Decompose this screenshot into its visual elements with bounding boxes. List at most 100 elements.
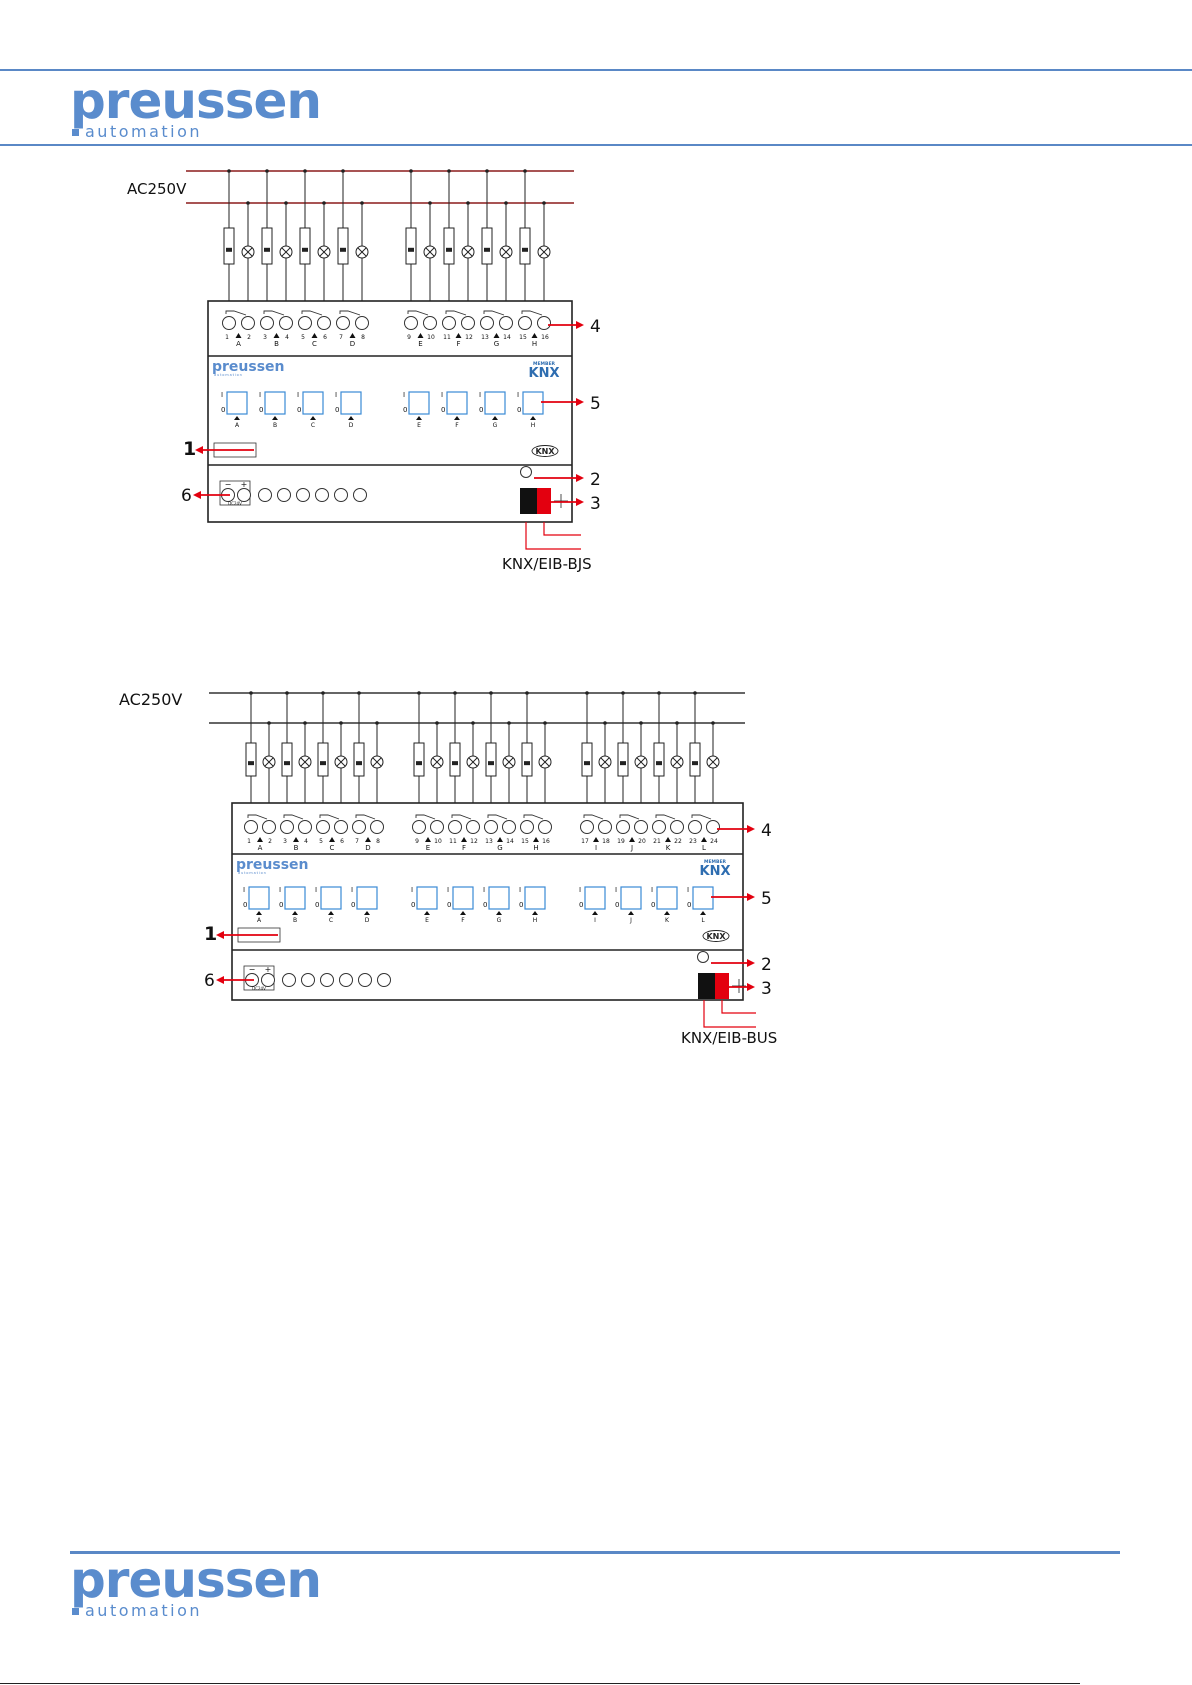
led-icon — [296, 488, 310, 502]
wire-junction — [227, 169, 231, 173]
relay-terminal — [298, 316, 312, 330]
manual-switch-icon — [264, 391, 286, 415]
terminal-channel-label: J — [630, 844, 633, 852]
switch-arrow-icon — [454, 416, 460, 420]
terminal-number: 4 — [285, 334, 289, 341]
wire-junction — [585, 691, 589, 695]
lamp-cross-icon — [372, 757, 382, 767]
breaker-icon — [245, 742, 257, 777]
wire-junction — [284, 201, 288, 205]
bus-wire-black — [543, 522, 581, 536]
wire-junction — [360, 201, 364, 205]
terminal-arrow-icon — [425, 837, 431, 842]
switch-channel-label: H — [531, 422, 536, 429]
switch-arrow-icon — [700, 911, 706, 915]
programming-button-icon — [520, 466, 532, 478]
terminal-number: 4 — [304, 838, 308, 845]
led-icon — [282, 973, 296, 987]
terminal-number: 5 — [301, 334, 305, 341]
terminal-number: 1 — [225, 334, 229, 341]
callout-number-2: 2 — [761, 955, 772, 975]
switch-arrow-icon — [416, 416, 422, 420]
breaker-toggle-icon — [452, 761, 458, 766]
led-icon — [339, 973, 353, 987]
lamp-cross-icon — [281, 247, 291, 257]
manual-on-label: I — [447, 886, 449, 894]
terminal-number: 3 — [263, 334, 267, 341]
wire-junction — [428, 201, 432, 205]
wire-junction — [341, 169, 345, 173]
relay-contact-icon — [247, 814, 268, 820]
relay-terminal — [412, 820, 426, 834]
manual-switch-icon — [484, 391, 506, 415]
led-icon — [358, 973, 372, 987]
breaker-icon — [281, 742, 293, 777]
relay-terminal — [537, 316, 551, 330]
terminal-channel-label: D — [350, 340, 355, 348]
lamp-cross-icon — [468, 757, 478, 767]
knx-badge-icon: KNX — [529, 366, 560, 381]
manual-switch-icon — [408, 391, 430, 415]
switch-arrow-icon — [234, 416, 240, 420]
manual-on-label: I — [297, 391, 299, 399]
manual-switch-icon — [584, 886, 606, 910]
wire-junction — [621, 691, 625, 695]
manual-switch-icon — [452, 886, 474, 910]
callout-number-3: 3 — [590, 494, 601, 514]
relay-contact-icon — [583, 814, 604, 820]
lamp-cross-icon — [336, 757, 346, 767]
callout-arrow-6-head — [193, 491, 201, 499]
relay-terminal — [580, 820, 594, 834]
supply-label: AC250V — [119, 690, 182, 709]
relay-terminal — [430, 820, 444, 834]
switch-arrow-icon — [664, 911, 670, 915]
relay-terminal — [466, 820, 480, 834]
manual-switch-icon — [488, 886, 510, 910]
wire-junction — [489, 691, 493, 695]
wire-junction — [507, 721, 511, 725]
knx-badge-icon: KNX — [700, 864, 731, 879]
terminal-arrow-icon — [455, 333, 462, 338]
switch-arrow-icon — [496, 911, 502, 915]
breaker-toggle-icon — [226, 247, 232, 252]
manual-off-label: 0 — [479, 406, 483, 414]
terminal-number: 12 — [470, 838, 478, 845]
relay-contact-icon — [655, 814, 676, 820]
breaker-toggle-icon — [248, 761, 254, 766]
callout-arrow-3-head — [576, 498, 584, 506]
wire-junction — [246, 201, 250, 205]
manual-off-label: 0 — [651, 901, 655, 909]
callout-arrow-4-head — [747, 825, 755, 833]
relay-terminal — [279, 316, 293, 330]
callout-number-1: 1 — [204, 923, 217, 945]
relay-terminal — [484, 820, 498, 834]
relay-contact-icon — [521, 310, 543, 316]
manual-switch-icon — [226, 391, 248, 415]
manual-on-label: I — [221, 391, 223, 399]
knx-outline-label: KNX — [535, 447, 555, 456]
terminal-number: 19 — [617, 838, 625, 845]
terminal-channel-label: A — [258, 844, 263, 852]
manual-off-label: 0 — [411, 901, 415, 909]
manual-on-label: I — [315, 886, 317, 894]
header-rule-bottom — [0, 144, 1192, 146]
footer-logo: preussen automation — [70, 1555, 322, 1619]
wire-junction — [267, 721, 271, 725]
terminal-channel-label: E — [418, 340, 422, 348]
lamp-cross-icon — [264, 757, 274, 767]
terminal-arrow-icon — [493, 333, 500, 338]
switch-channel-label: F — [461, 917, 465, 924]
relay-terminal — [502, 820, 516, 834]
lamp-cross-icon — [501, 247, 511, 257]
wire-junction — [466, 201, 470, 205]
lamp-cross-icon — [463, 247, 473, 257]
terminal-number: 14 — [506, 838, 514, 845]
breaker-toggle-icon — [302, 247, 308, 252]
logo-square-icon — [72, 1608, 79, 1615]
breaker-icon — [405, 227, 417, 265]
breaker-icon — [449, 742, 461, 777]
relay-contact-icon — [523, 814, 544, 820]
manual-on-label: I — [243, 886, 245, 894]
bus-wire-black — [721, 1000, 756, 1014]
bus-wire-red — [525, 522, 581, 550]
